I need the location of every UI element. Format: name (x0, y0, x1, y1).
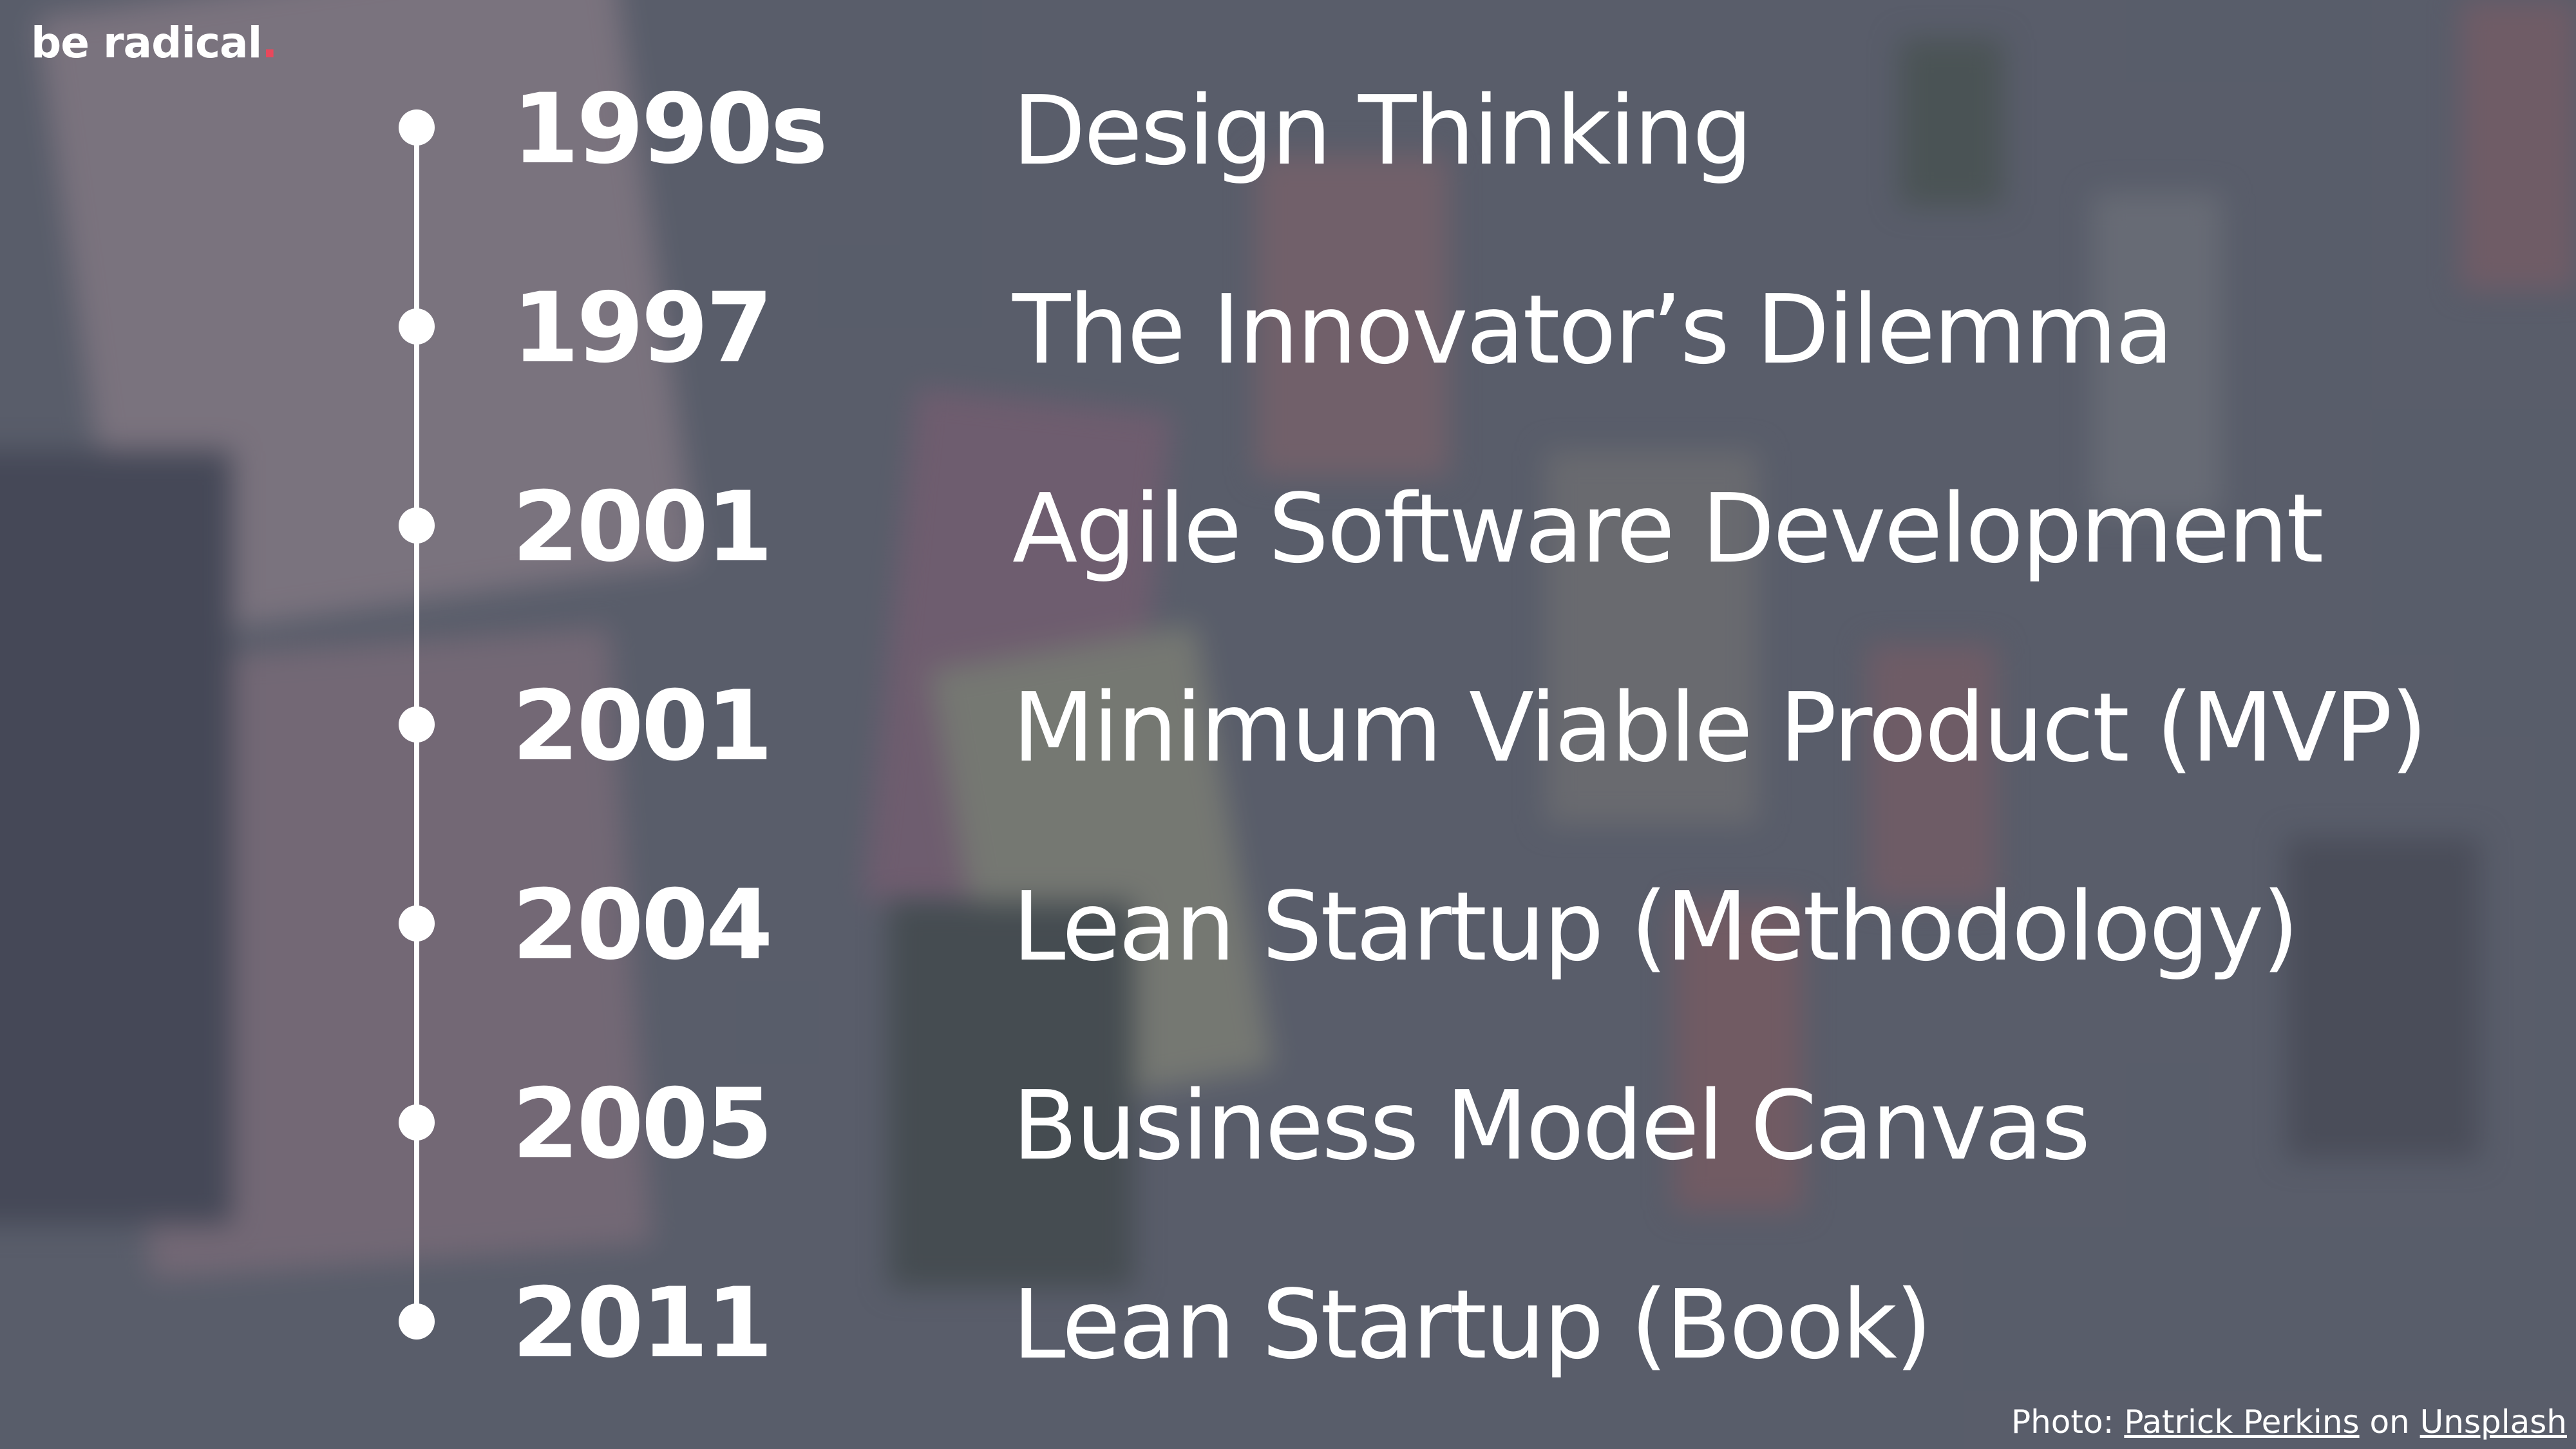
timeline-year: 2004 (512, 869, 773, 981)
photo-credit-prefix: Photo: (2011, 1403, 2125, 1441)
timeline-item: 2004 Lean Startup (Methodology) (0, 860, 2576, 989)
timeline-year: 1997 (512, 272, 773, 384)
timeline-year: 2001 (512, 471, 773, 583)
photo-author-link[interactable]: Patrick Perkins (2124, 1403, 2360, 1441)
timeline-title: Design Thinking (1012, 75, 1753, 186)
timeline-dot (399, 109, 435, 146)
timeline-item: 2005 Business Model Canvas (0, 1059, 2576, 1188)
timeline-item: 1997 The Innovator’s Dilemma (0, 263, 2576, 392)
timeline-item: 2001 Agile Software Development (0, 462, 2576, 591)
timeline-dot (399, 706, 435, 743)
timeline-dot (399, 1104, 435, 1141)
timeline-year: 2005 (512, 1068, 773, 1180)
timeline-dot (399, 507, 435, 544)
timeline-item: 1990s Design Thinking (0, 64, 2576, 193)
brand-logo-dot: . (261, 18, 278, 68)
timeline-title: Lean Startup (Methodology) (1012, 871, 2299, 982)
brand-logo: be radical. (31, 22, 278, 64)
timeline-item: 2001 Minimum Viable Product (MVP) (0, 661, 2576, 790)
photo-credit: Photo: Patrick Perkins on Unsplash (2011, 1403, 2567, 1441)
timeline-title: The Innovator’s Dilemma (1012, 274, 2174, 385)
timeline-dot (399, 1303, 435, 1340)
timeline-title: Minimum Viable Product (MVP) (1012, 672, 2428, 783)
timeline-title: Business Model Canvas (1012, 1070, 2090, 1181)
timeline-dot (399, 308, 435, 345)
timeline-item: 2011 Lean Startup (Book) (0, 1258, 2576, 1387)
photo-credit-middle: on (2359, 1403, 2420, 1441)
timeline-title: Agile Software Development (1012, 473, 2324, 584)
photo-source-link[interactable]: Unsplash (2420, 1403, 2567, 1441)
brand-logo-text: be radical (31, 18, 262, 68)
timeline-year: 2011 (512, 1267, 773, 1379)
timeline-year: 2001 (512, 670, 773, 782)
timeline-year: 1990s (512, 73, 828, 185)
timeline-dot (399, 905, 435, 942)
timeline-title: Lean Startup (Book) (1012, 1269, 1933, 1380)
